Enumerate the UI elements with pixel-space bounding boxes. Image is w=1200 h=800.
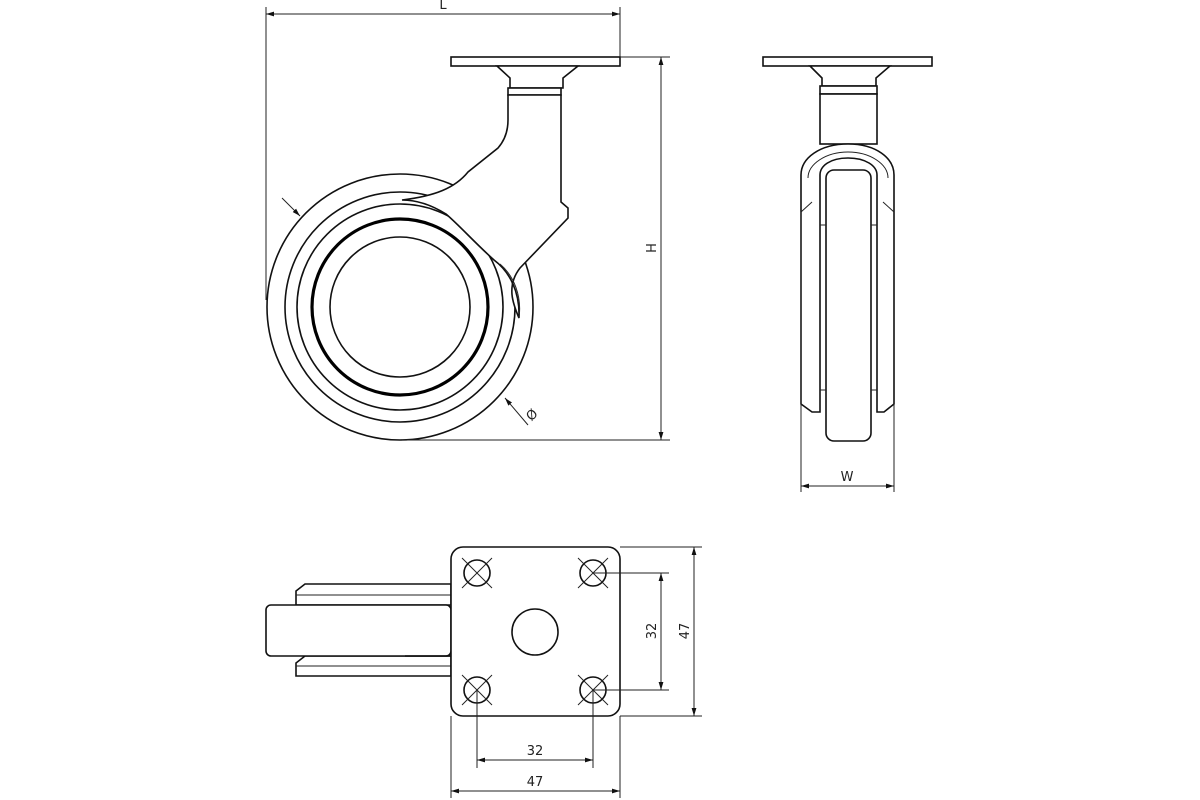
side-wheel-hub	[310, 217, 490, 397]
side-wheel-outer	[266, 173, 534, 441]
front-fork	[800, 143, 895, 413]
dimension-label-diameter: Ø	[524, 407, 542, 425]
dimension-label-hole-spacing-y: 32	[645, 623, 660, 640]
top-mounting-plate	[450, 546, 621, 717]
front-swivel-neck	[819, 85, 878, 95]
dimension-label-width: W	[841, 470, 854, 485]
side-view: L H Ø	[265, 0, 670, 441]
dimension-label-hole-spacing-x: 32	[527, 744, 544, 759]
dimension-label-plate-width: 47	[527, 775, 544, 790]
front-stem	[819, 93, 878, 145]
top-view: 32 47 32 47	[265, 546, 702, 798]
side-fork-inner-edge	[499, 263, 521, 319]
side-swivel-bearing	[494, 65, 581, 89]
top-wheel	[265, 604, 452, 657]
front-swivel-bearing	[808, 65, 893, 87]
dimension-label-height: H	[645, 243, 660, 253]
top-center-hole	[511, 608, 559, 656]
dimension-label-plate-height: 47	[678, 623, 693, 640]
side-top-plate	[450, 56, 621, 67]
dimension-label-length: L	[439, 0, 447, 13]
front-top-plate	[762, 56, 933, 67]
front-view: W	[762, 56, 933, 492]
side-swivel-neck	[507, 87, 562, 96]
side-wheel-center	[329, 236, 471, 378]
side-fork-arm	[401, 94, 569, 319]
mounting-hole-top-left	[461, 557, 493, 589]
front-wheel	[825, 169, 872, 442]
side-wheel-rim	[296, 203, 504, 411]
